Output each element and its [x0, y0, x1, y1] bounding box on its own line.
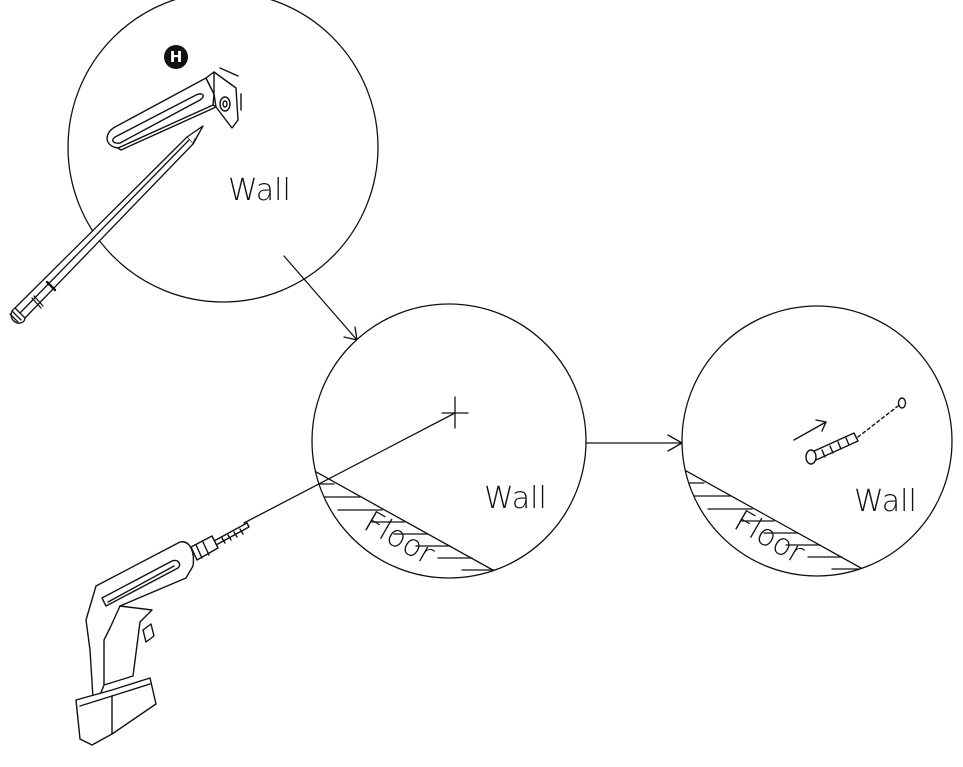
- step3-detail-circle: [681, 305, 953, 577]
- step2-floor-hatch: [312, 462, 501, 575]
- arrow-step1-to-step2: [283, 255, 358, 341]
- step1-badge: H: [164, 45, 188, 69]
- step1-detail-circle: [67, 0, 379, 303]
- step2-detail-circle: [311, 303, 587, 579]
- arrow-step2-to-step3: [585, 434, 683, 452]
- bracket-icon: [106, 67, 242, 151]
- step2-wall-label: Wall: [484, 481, 547, 516]
- step1-badge-text: H: [170, 48, 183, 66]
- step1-wall-label: Wall: [228, 173, 291, 208]
- wall-plug-icon: [793, 397, 907, 465]
- drill-icon: [75, 522, 250, 746]
- step3-wall-label: Wall: [854, 484, 917, 519]
- drill-alignment-line: [243, 412, 456, 524]
- pencil-icon: [9, 125, 204, 324]
